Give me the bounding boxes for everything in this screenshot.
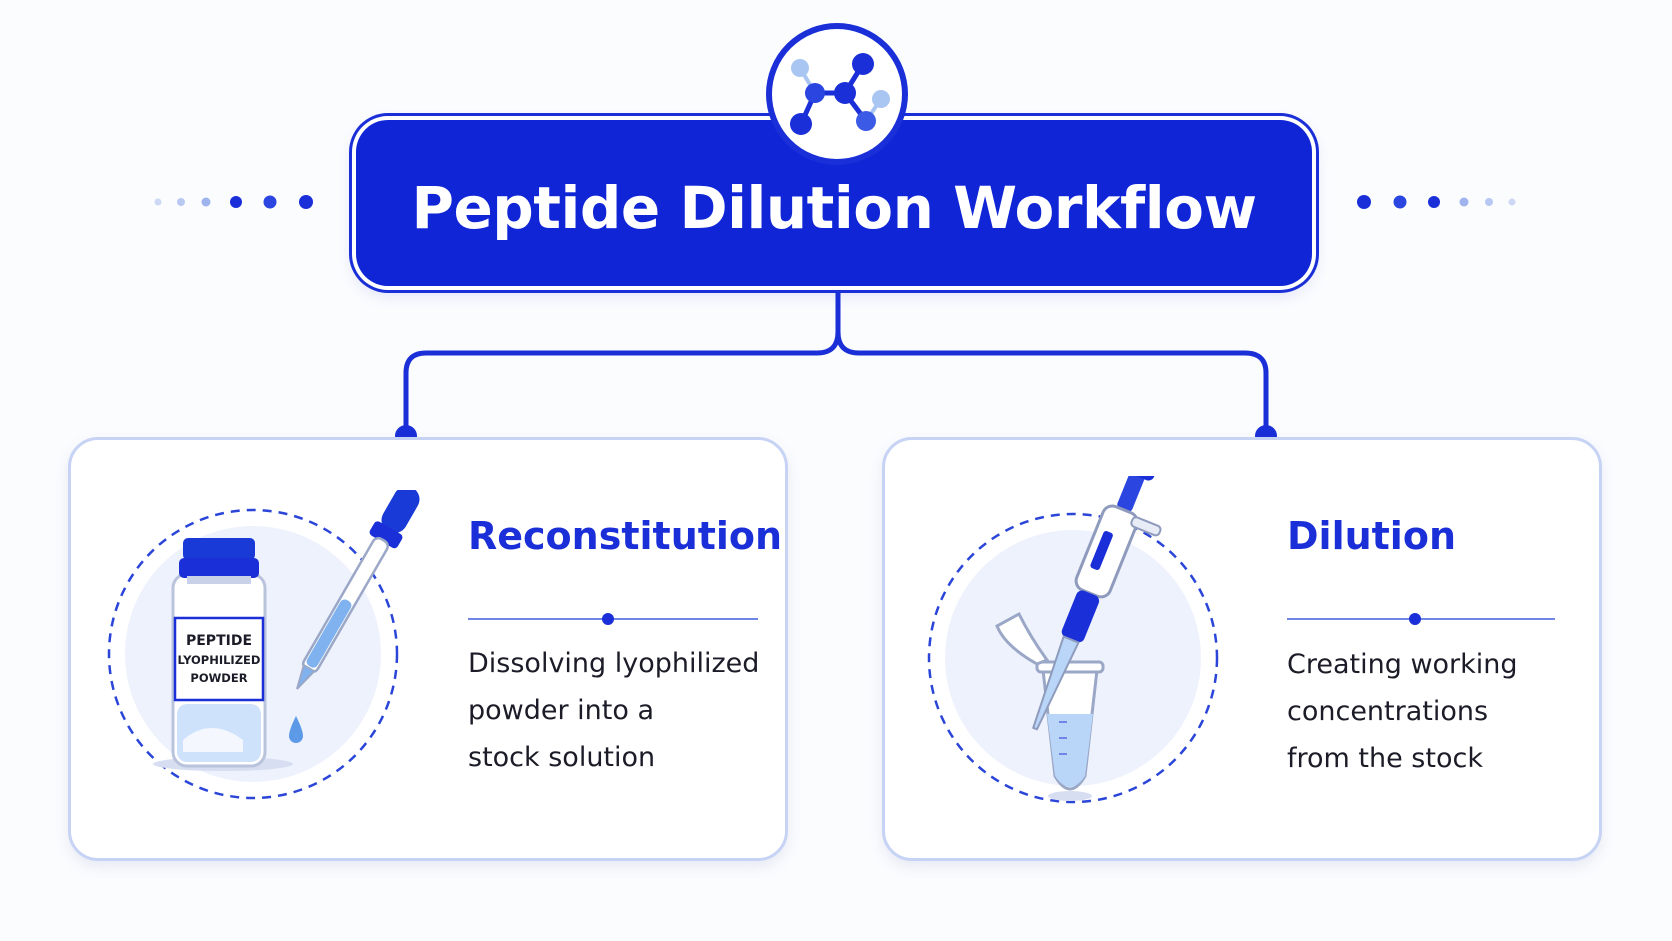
page-title: Peptide Dilution Workflow bbox=[411, 174, 1257, 242]
logo-badge bbox=[766, 23, 908, 165]
step-description: Dissolving lyophilized powder into a sto… bbox=[468, 648, 760, 773]
step-card-reconstitution: PEPTIDE LYOPHILIZED POWDER Reconstitutio… bbox=[68, 437, 788, 861]
vial-and-dropper-icon: PEPTIDE LYOPHILIZED POWDER bbox=[107, 490, 420, 800]
left-dot-trail bbox=[154, 195, 313, 209]
step-card-dilution: Dilution Creating working concentrations… bbox=[882, 437, 1602, 861]
step-description: Creating working concentrations from the… bbox=[1287, 649, 1518, 774]
pipette-and-tube-icon bbox=[927, 476, 1219, 804]
right-dot-trail bbox=[1357, 195, 1516, 209]
step-title: Reconstitution bbox=[468, 514, 783, 558]
vial-label-line-1: PEPTIDE bbox=[186, 633, 252, 649]
title-divider bbox=[1287, 613, 1555, 625]
step-title: Dilution bbox=[1287, 514, 1456, 558]
vial-label-line-3: POWDER bbox=[190, 671, 247, 685]
branch-connector bbox=[403, 283, 1269, 439]
molecule-icon bbox=[790, 53, 890, 135]
vial-label-line-2: LYOPHILIZED bbox=[178, 653, 261, 667]
title-divider bbox=[468, 613, 758, 625]
